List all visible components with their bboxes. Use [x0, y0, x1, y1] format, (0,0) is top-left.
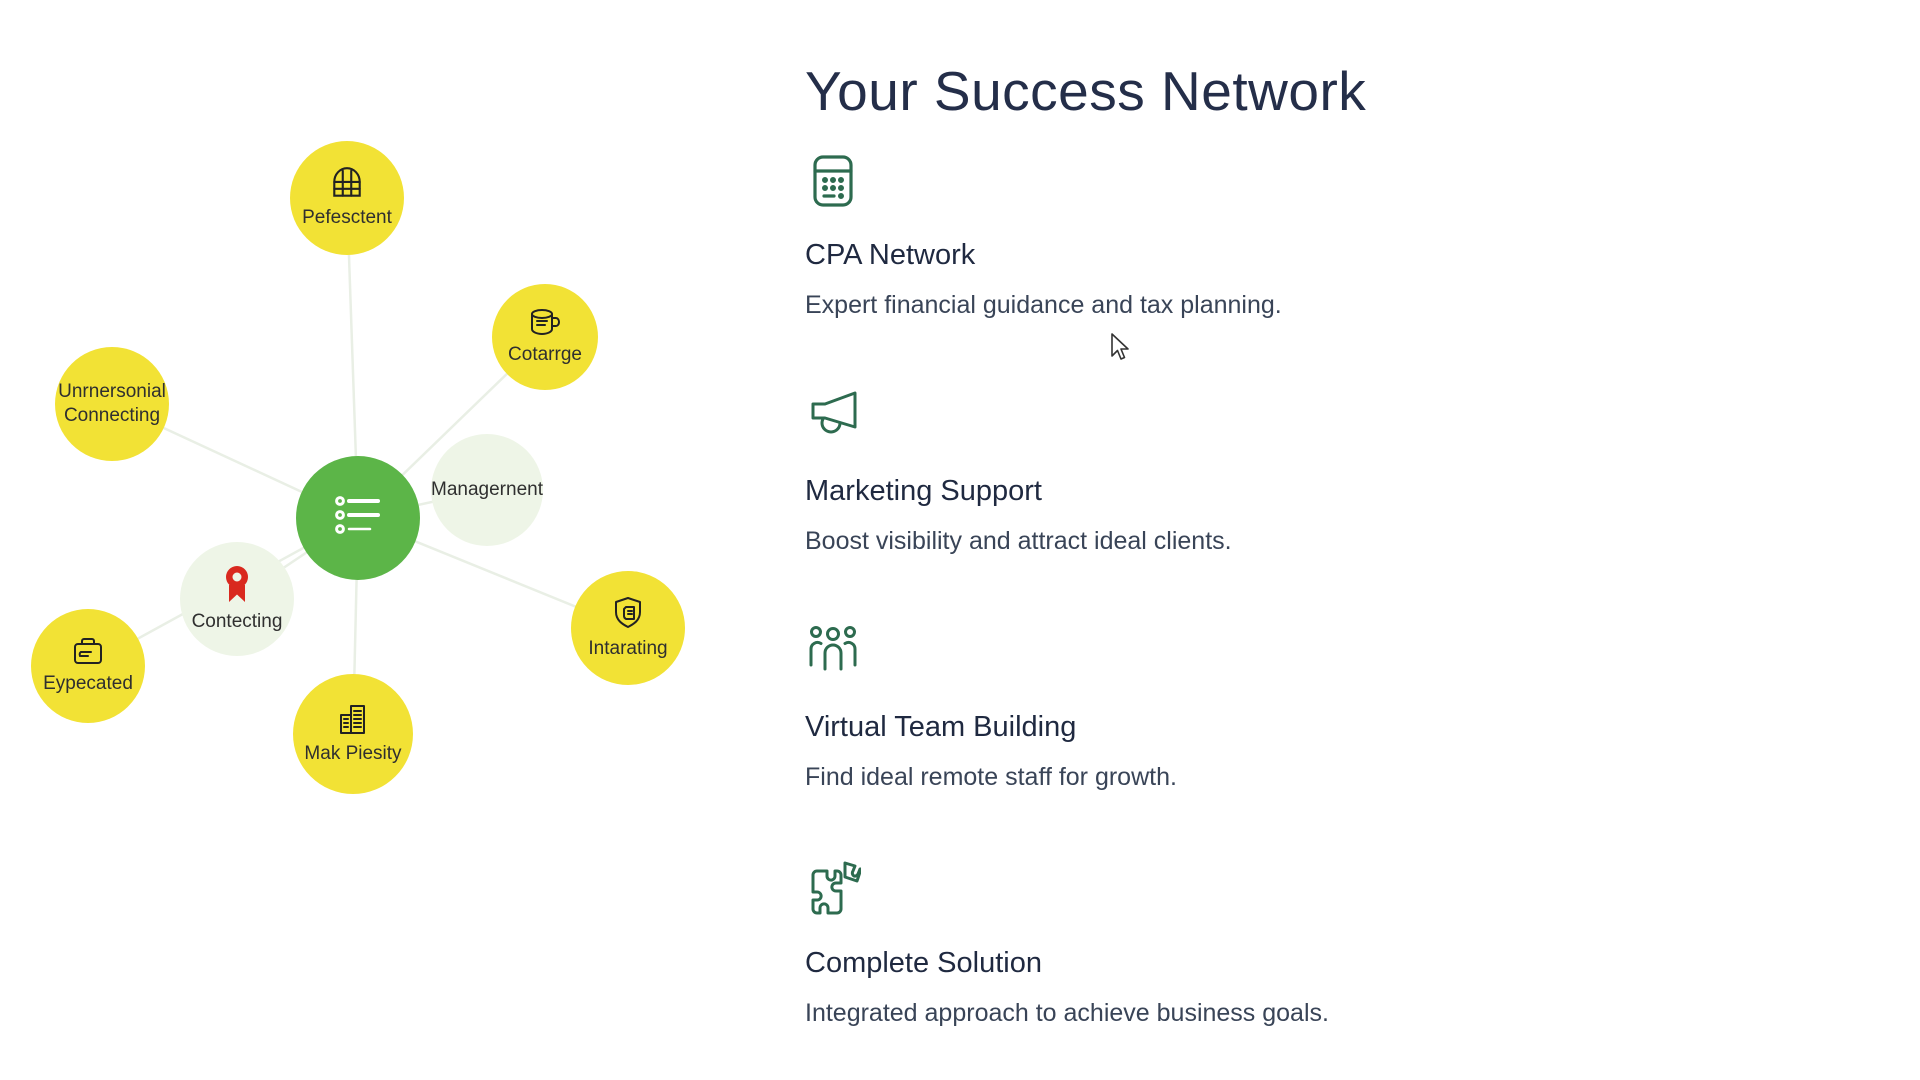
briefcase-icon — [71, 636, 105, 666]
page-title: Your Success Network — [805, 60, 1367, 122]
feature-description: Boost visibility and attract ideal clien… — [805, 527, 1232, 556]
node-label: Eypecated — [43, 673, 133, 695]
node-hub — [296, 456, 420, 580]
feature-title: Marketing Support — [805, 475, 1042, 508]
mug-icon — [528, 307, 562, 337]
node-mak-piesity: Mak Piesity — [293, 674, 413, 794]
network-diagram: Pefesctent Cotarrge Unrnersonial Connect… — [0, 0, 780, 880]
feature-description: Find ideal remote staff for growth. — [805, 763, 1177, 792]
buildings-icon — [336, 702, 370, 736]
content-column: Your Success Network CPA Network Ex — [805, 60, 1525, 1080]
feature-description: Integrated approach to achieve business … — [805, 999, 1329, 1028]
node-label: Contecting — [191, 611, 283, 633]
node-eypecated: Eypecated — [31, 609, 145, 723]
megaphone-icon — [805, 389, 861, 445]
globe-grid-icon — [329, 166, 365, 200]
node-label: Mak Piesity — [304, 743, 402, 765]
feature-complete-solution: Complete Solution Integrated approach to… — [805, 861, 1525, 1029]
puzzle-icon — [805, 861, 863, 917]
team-icon — [805, 625, 861, 681]
node-label: Intarating — [588, 638, 668, 660]
feature-cpa-network: CPA Network Expert financial guidance an… — [805, 153, 1525, 321]
feature-title: CPA Network — [805, 239, 976, 272]
calculator-icon — [805, 153, 861, 209]
node-label: Cotarrge — [508, 344, 582, 366]
mouse-cursor — [1111, 333, 1129, 360]
list-icon — [332, 493, 384, 537]
node-label: Managernent — [431, 479, 543, 501]
node-pefesctent: Pefesctent — [290, 141, 404, 255]
feature-title: Complete Solution — [805, 947, 1042, 980]
node-label: Pefesctent — [302, 207, 392, 229]
feature-virtual-team-building: Virtual Team Building Find ideal remote … — [805, 625, 1525, 793]
feature-title: Virtual Team Building — [805, 711, 1077, 744]
node-managernent: Managernent — [431, 434, 543, 546]
node-contecting: Contecting — [180, 542, 294, 656]
feature-marketing-support: Marketing Support Boost visibility and a… — [805, 389, 1525, 557]
node-intarating: Intarating — [571, 571, 685, 685]
node-label: Unrnersonial Connecting — [58, 381, 166, 426]
node-cotarrge: Cotarrge — [492, 284, 598, 390]
shield-icon — [611, 595, 645, 631]
award-icon — [220, 564, 254, 604]
node-unrnersonial-connecting: Unrnersonial Connecting — [55, 347, 169, 461]
feature-description: Expert financial guidance and tax planni… — [805, 291, 1282, 320]
